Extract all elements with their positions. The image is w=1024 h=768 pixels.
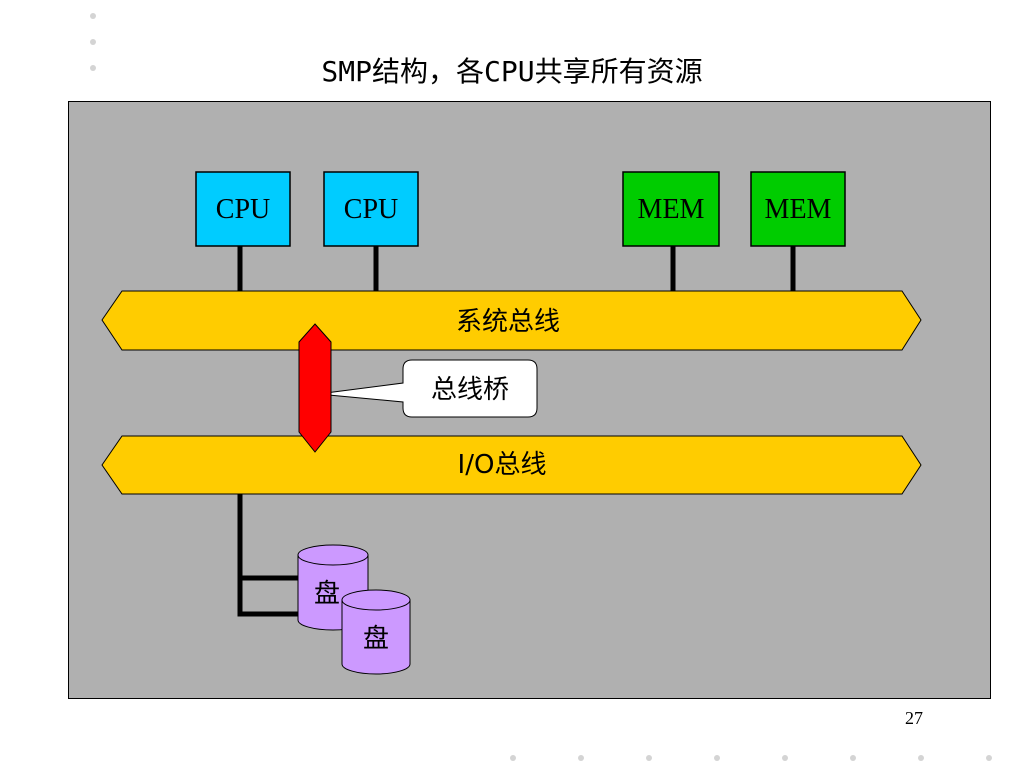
decor-dot xyxy=(850,755,856,761)
cpu-box: CPU xyxy=(323,171,419,247)
mem-label: MEM xyxy=(638,194,705,225)
decor-dot xyxy=(918,755,924,761)
slide-title: SMP结构，各CPU共享所有资源 xyxy=(321,55,703,88)
decor-dot xyxy=(986,755,992,761)
mem-label: MEM xyxy=(765,194,832,225)
decor-dot xyxy=(90,13,96,19)
cpu-label: CPU xyxy=(216,194,270,225)
mem-box: MEM xyxy=(750,171,846,247)
cpu-box: CPU xyxy=(195,171,291,247)
disk-label: 盘 xyxy=(363,624,389,654)
disk-icon: 盘 xyxy=(341,589,411,675)
bus-bridge xyxy=(298,323,332,453)
decor-dot xyxy=(578,755,584,761)
decor-dot xyxy=(646,755,652,761)
io-bus-label: I/O总线 xyxy=(458,450,547,480)
disk-label: 盘 xyxy=(314,579,340,609)
io-bus: I/O总线 xyxy=(101,435,922,495)
decor-dot xyxy=(782,755,788,761)
decor-dot xyxy=(714,755,720,761)
mem-box: MEM xyxy=(622,171,720,247)
bridge-label: 总线桥 xyxy=(431,375,509,405)
system-bus-label: 系统总线 xyxy=(456,307,560,337)
cpu-label: CPU xyxy=(344,194,398,225)
bridge-callout: 总线桥 xyxy=(317,359,538,418)
page-number: 27 xyxy=(905,708,923,728)
system-bus: 系统总线 xyxy=(101,290,922,351)
decor-dot xyxy=(90,39,96,45)
decor-dot xyxy=(90,65,96,71)
decor-dot xyxy=(510,755,516,761)
